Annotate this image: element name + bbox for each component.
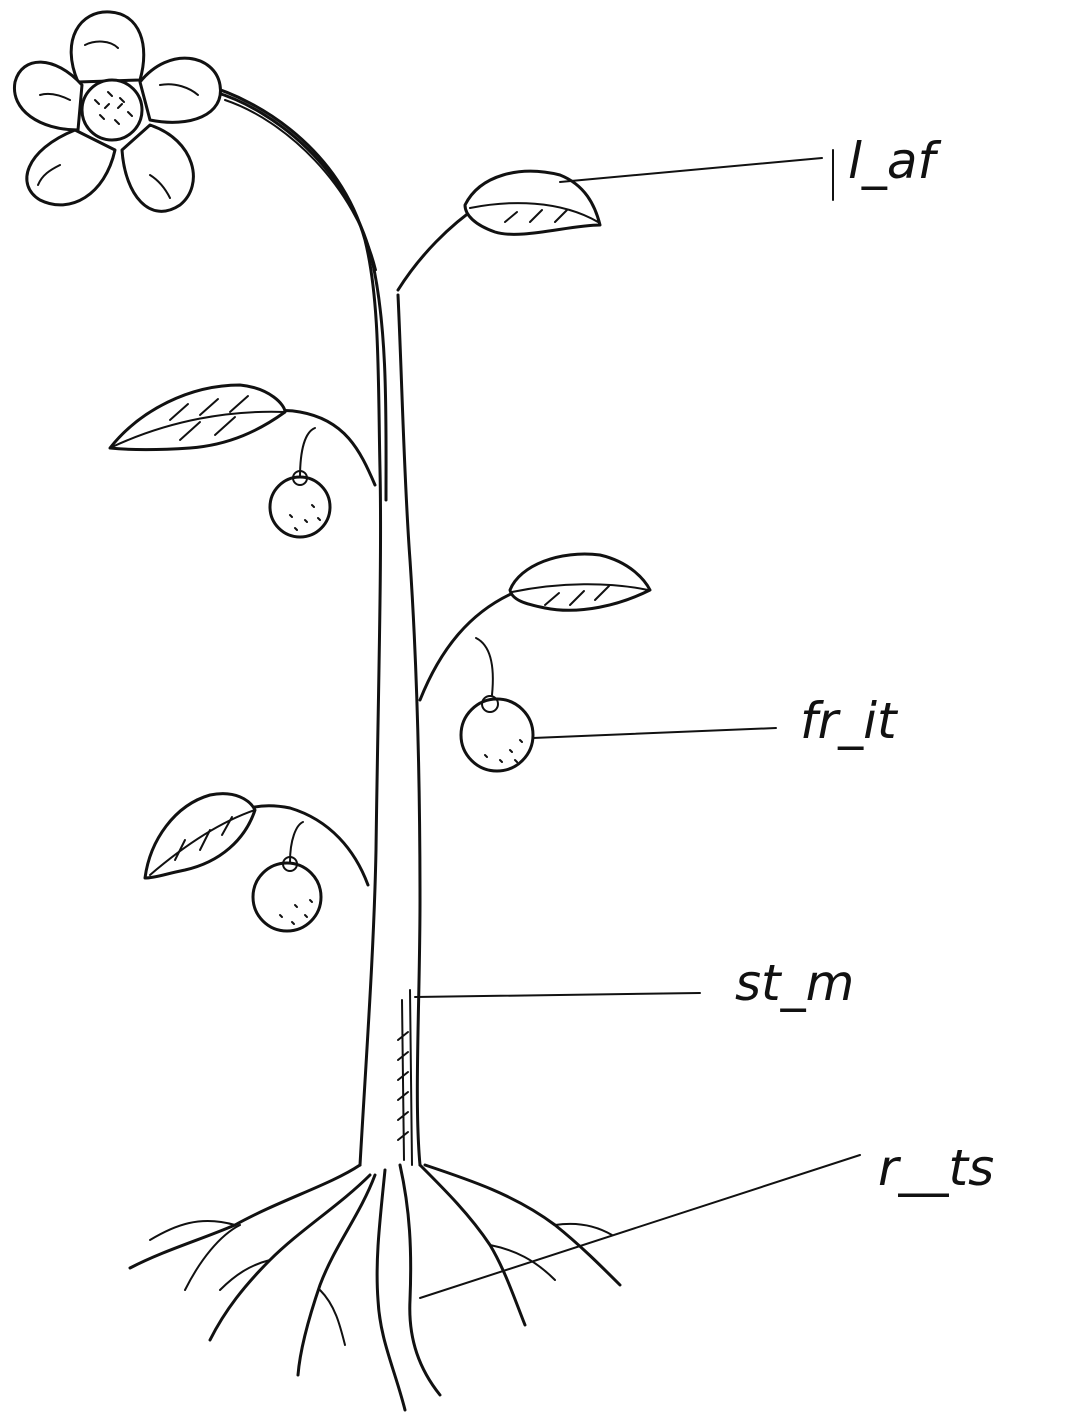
flower xyxy=(14,12,220,211)
label-stem: st_m xyxy=(735,954,854,1012)
stem xyxy=(205,85,420,1165)
leaf-mid-right xyxy=(420,554,650,700)
leaf-upper-left xyxy=(110,385,375,485)
fruit-lower-left xyxy=(253,822,321,931)
label-fruit: fr_it xyxy=(800,692,899,750)
leaf-lower-left xyxy=(145,794,368,885)
leaf-top-right xyxy=(398,171,600,290)
label-leaf: l_af xyxy=(848,132,942,190)
fruit-mid-right xyxy=(461,638,533,771)
label-roots: r__ts xyxy=(878,1139,994,1197)
roots xyxy=(130,1165,620,1410)
fruit-upper-left xyxy=(270,428,330,537)
